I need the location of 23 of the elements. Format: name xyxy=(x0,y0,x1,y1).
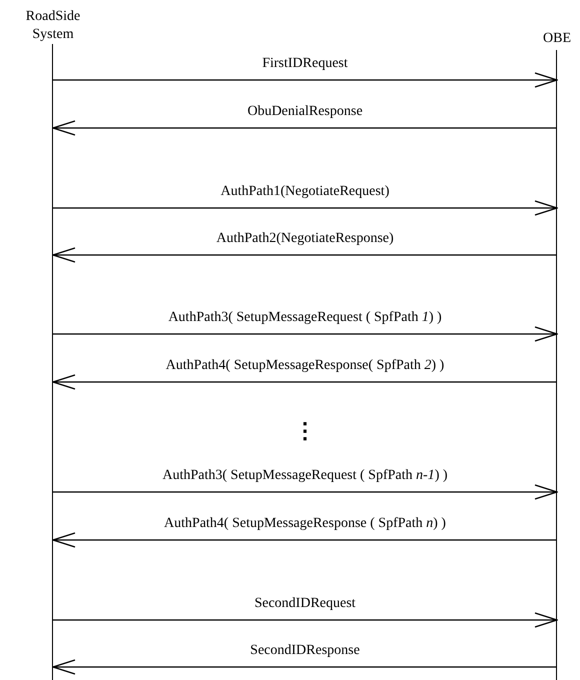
message-arrow xyxy=(52,247,557,263)
participant-label: OBE xyxy=(543,30,571,48)
message-arrow xyxy=(52,120,557,136)
message-arrow xyxy=(53,72,558,88)
message-label: ObuDenialResponse xyxy=(247,104,363,120)
message-arrow xyxy=(52,374,557,390)
participant-label: RoadSide System xyxy=(24,8,82,44)
message-label: AuthPath1(NegotiateRequest) xyxy=(220,184,390,200)
message-label: FirstIDRequest xyxy=(262,56,348,72)
continuation-dots: ⋮ xyxy=(294,418,316,444)
message-label: AuthPath4( SetupMessageResponse( SpfPath 2) ) xyxy=(166,358,444,374)
message-label: SecondIDRequest xyxy=(254,596,356,612)
message-label: AuthPath4( SetupMessageResponse ( SpfPath n) ) xyxy=(164,516,446,532)
message-label: AuthPath3( SetupMessageRequest ( SpfPath n-1) ) xyxy=(162,468,448,484)
message-arrow xyxy=(52,659,557,675)
message-label: AuthPath3( SetupMessageRequest ( SpfPath 1) ) xyxy=(168,310,442,326)
message-arrow xyxy=(52,532,557,548)
message-arrow xyxy=(53,612,558,628)
message-arrow xyxy=(53,484,558,500)
message-label: SecondIDResponse xyxy=(250,643,360,659)
message-label: AuthPath2(NegotiateResponse) xyxy=(216,231,394,247)
message-arrow xyxy=(53,326,558,342)
message-arrow xyxy=(53,200,558,216)
